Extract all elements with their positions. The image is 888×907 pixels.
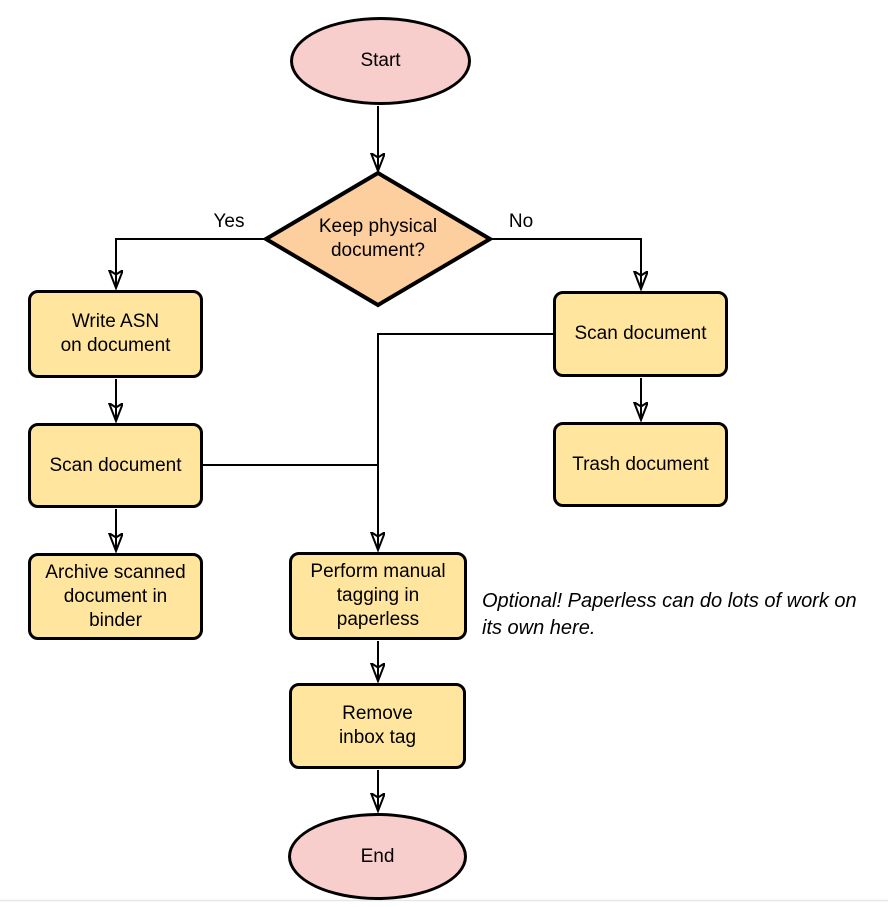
edge-decision-yes <box>116 238 264 287</box>
node-start: Start <box>290 17 471 105</box>
node-label: Perform manual tagging in paperless <box>310 561 446 630</box>
note-optional: Optional! Paperless can do lots of work … <box>482 590 857 639</box>
node-trash-document: Trash document <box>553 422 728 507</box>
node-archive-binder: Archive scanned document in binder <box>28 553 203 640</box>
node-label: Scan document <box>574 323 707 344</box>
node-label: Remove inbox tag <box>338 703 417 748</box>
node-label: Archive scanned document in binder <box>45 561 186 631</box>
edge-scan-right-to-tagging <box>378 333 553 549</box>
node-decision: Keep physical document? <box>262 169 494 309</box>
node-label: Trash document <box>572 453 709 475</box>
edge-label-no: No <box>508 211 534 232</box>
node-label: Scan document <box>49 454 182 476</box>
edge-label-yes: Yes <box>213 211 245 232</box>
node-remove-inbox-tag: Remove inbox tag <box>289 683 466 769</box>
node-end: End <box>288 813 467 900</box>
node-label: Start <box>360 50 401 71</box>
node-scan-document-right: Scan document <box>553 291 728 377</box>
node-label: Write ASN on document <box>60 311 171 356</box>
node-write-asn: Write ASN on document <box>28 290 203 378</box>
node-label: Keep physical document? <box>318 216 438 261</box>
diamond-shape <box>262 170 494 308</box>
node-scan-document-left: Scan document <box>28 423 203 508</box>
edge-decision-no <box>492 238 641 288</box>
node-label: End <box>360 845 395 867</box>
node-manual-tagging: Perform manual tagging in paperless <box>289 552 467 640</box>
